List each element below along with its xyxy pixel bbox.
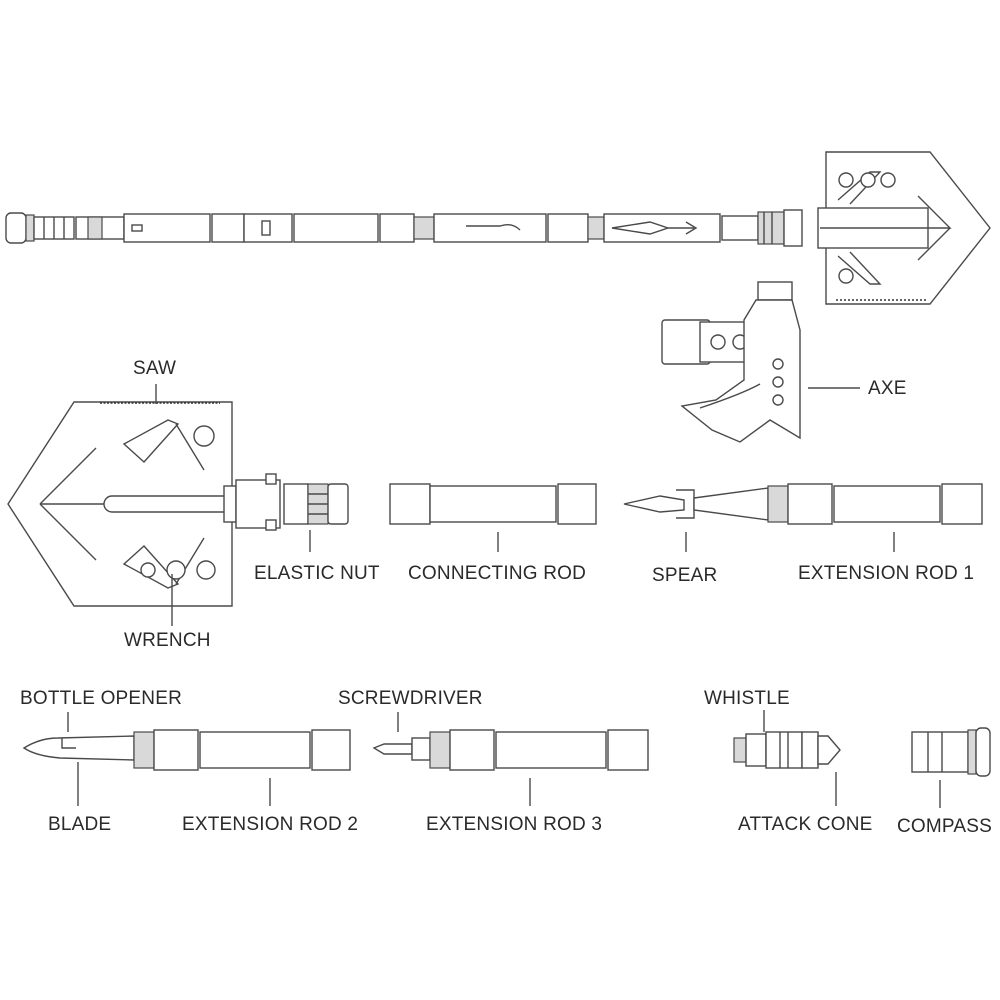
label-connecting-rod: CONNECTING ROD: [408, 563, 587, 584]
axe-head: [661, 281, 801, 443]
label-extension-rod-3: EXTENSION ROD 3: [426, 814, 603, 835]
elastic-nut-part: [283, 483, 349, 552]
extension-rod-3-part: [449, 729, 649, 806]
label-axe: AXE: [868, 378, 907, 399]
label-wrench: WRENCH: [124, 630, 211, 651]
label-extension-rod-2: EXTENSION ROD 2: [182, 814, 359, 835]
label-bottle-opener: BOTTLE OPENER: [20, 688, 183, 709]
screwdriver-part: [372, 712, 451, 769]
label-whistle: WHISTLE: [704, 688, 790, 709]
label-screwdriver: SCREWDRIVER: [338, 688, 483, 709]
assembled-shovel: [5, 151, 991, 305]
whistle-part: [733, 710, 841, 806]
label-saw: SAW: [133, 358, 177, 379]
spear-part: [623, 487, 769, 552]
compass-part: [911, 727, 991, 808]
leader-lines: [155, 384, 860, 626]
label-extension-rod-1: EXTENSION ROD 1: [798, 563, 975, 584]
blade-part: [22, 712, 155, 806]
label-compass: COMPASS: [897, 816, 993, 837]
label-elastic-nut: ELASTIC NUT: [254, 563, 380, 584]
label-attack-cone: ATTACK CONE: [738, 814, 873, 835]
extension-rod-2-part: [153, 729, 351, 806]
connecting-rod-part: [389, 483, 597, 552]
label-blade: BLADE: [48, 814, 112, 835]
extension-rod-1-part: [767, 483, 983, 552]
label-spear: SPEAR: [652, 565, 718, 586]
shovel-head: [7, 401, 281, 607]
